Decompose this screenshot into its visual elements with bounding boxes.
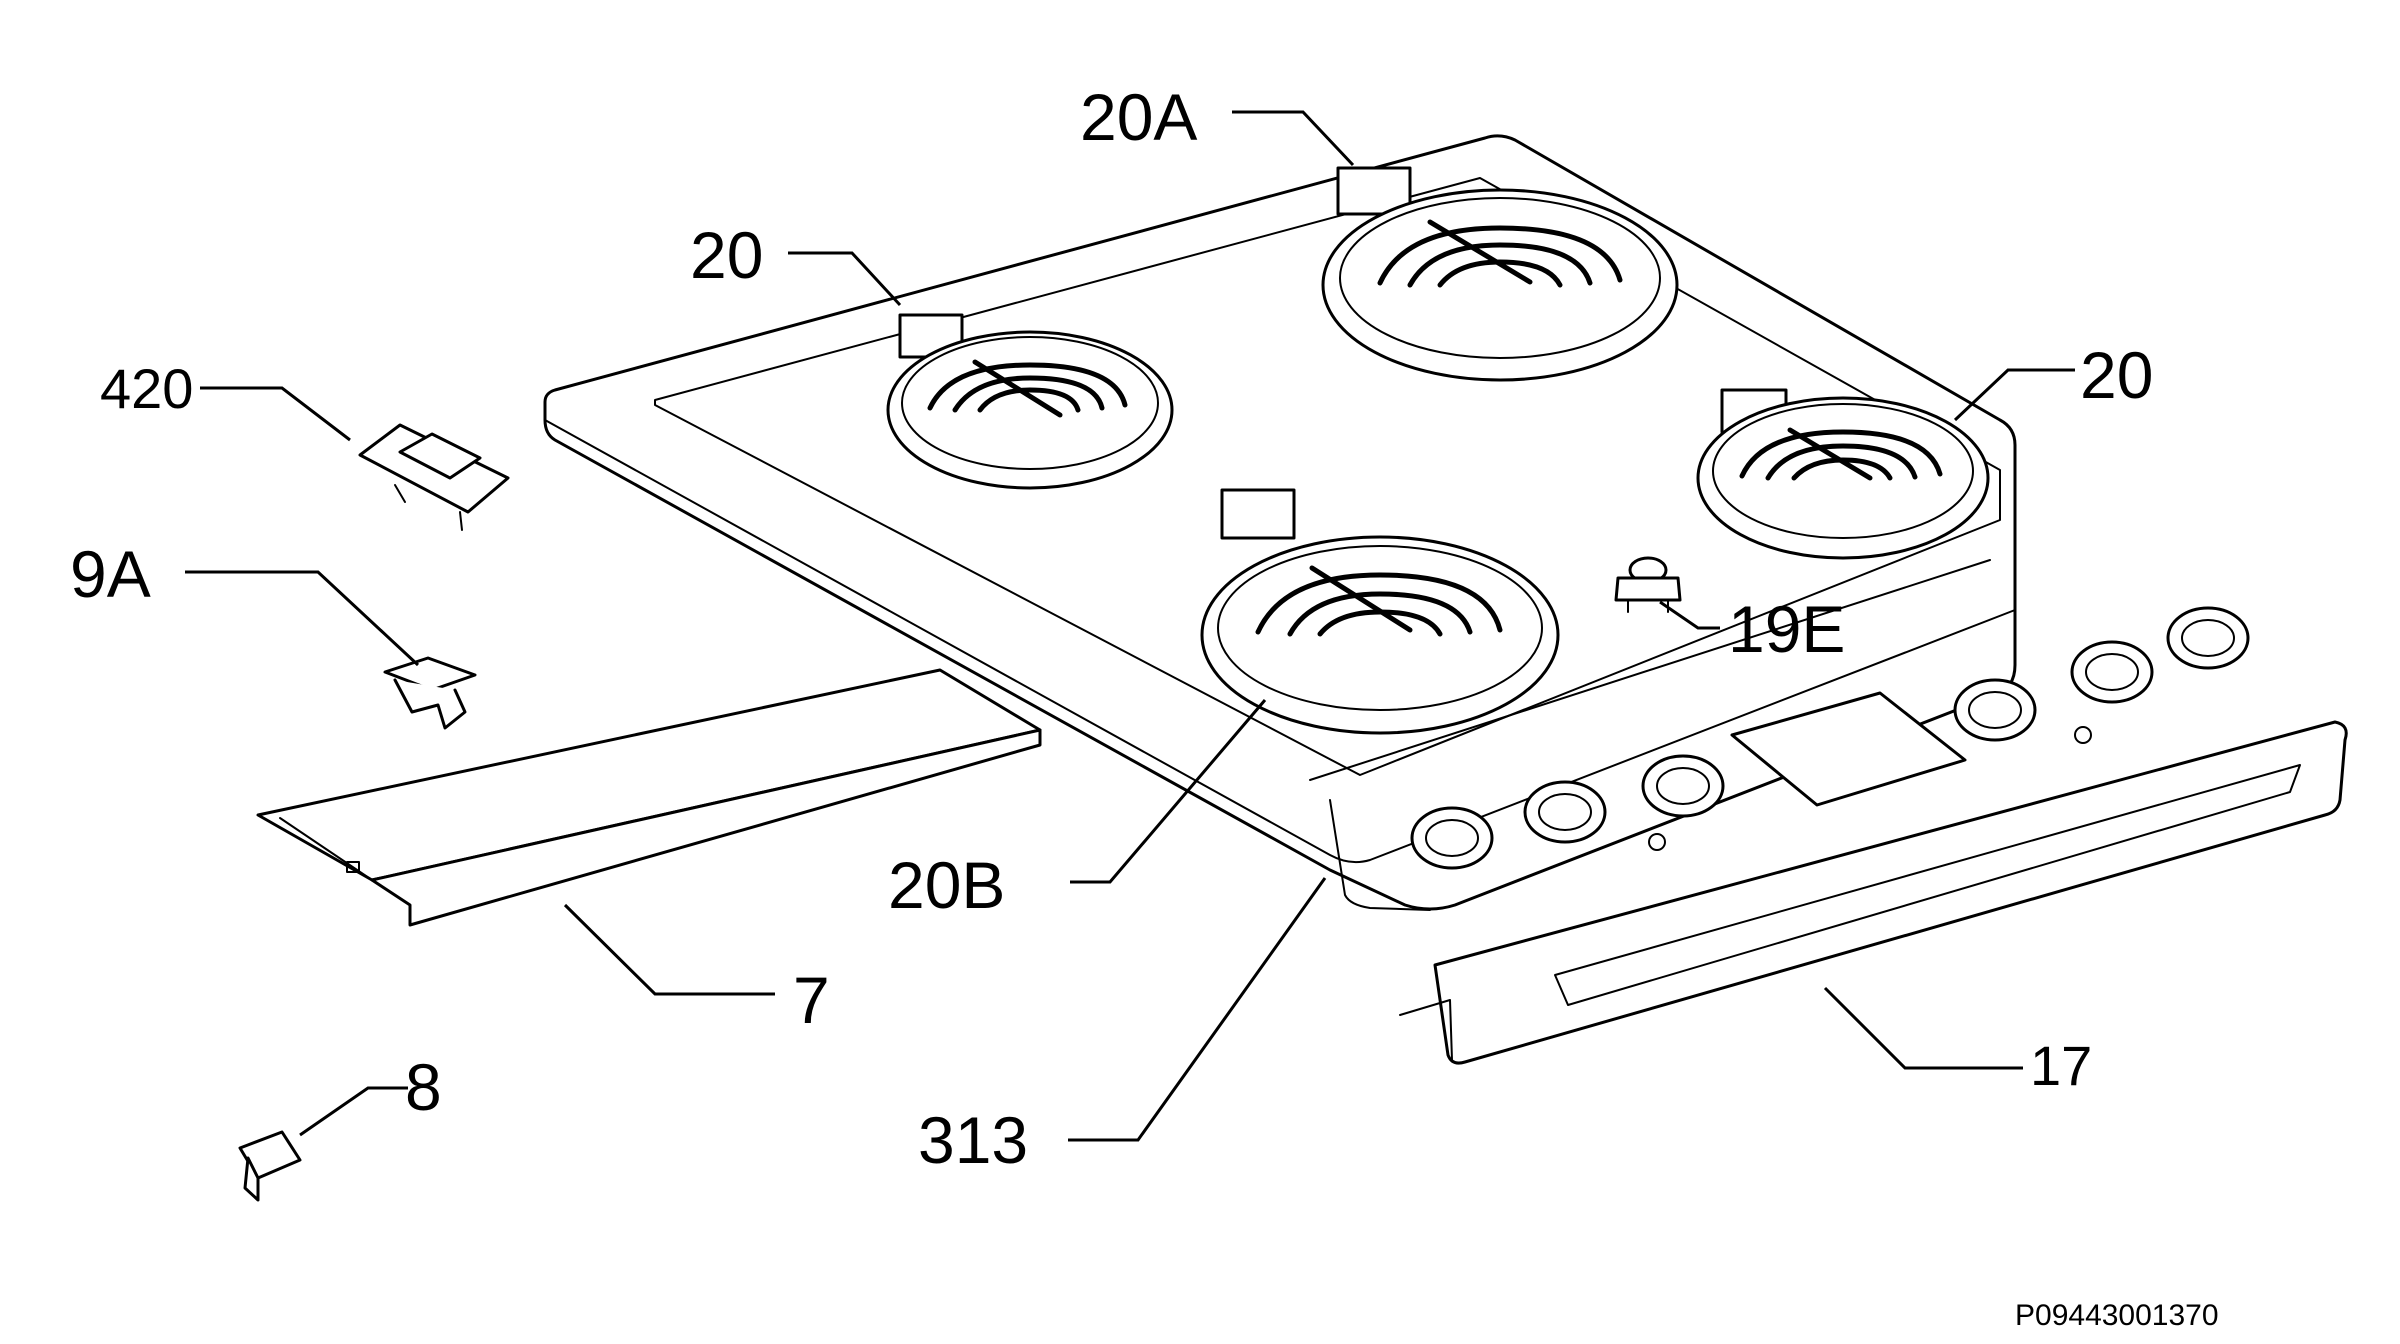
leader-313 — [1068, 877, 1327, 1142]
leader-20b — [1070, 699, 1267, 884]
callout-20-rear-left: 20 — [690, 218, 763, 292]
leader-420 — [200, 386, 351, 442]
leader-9a — [185, 570, 420, 667]
callout-19e: 19E — [1728, 592, 1845, 666]
callout-7: 7 — [793, 963, 830, 1037]
control-knobs — [1410, 606, 2250, 870]
burner-front-left — [1200, 488, 1560, 735]
burner-rear-right — [1321, 166, 1679, 382]
document-id: P09443001370 — [2015, 1299, 2219, 1332]
callout-9a: 9A — [70, 537, 151, 611]
part-17-trim — [1399, 720, 2348, 1065]
burner-front-right — [1696, 388, 1990, 560]
leader-7 — [563, 903, 775, 996]
part-8-clip — [238, 1130, 302, 1202]
leader-20a — [1232, 110, 1355, 167]
leader-lines — [185, 110, 2075, 1142]
burner-rear-left — [886, 313, 1174, 490]
leader-20-right — [1953, 368, 2075, 422]
callout-420: 420 — [100, 357, 193, 420]
callout-8: 8 — [405, 1050, 442, 1124]
callout-20a: 20A — [1080, 80, 1197, 154]
leader-19e — [1659, 600, 1720, 630]
callout-17: 17 — [2030, 1034, 2092, 1097]
part-420-clip — [358, 423, 510, 531]
leader-20-rear-left — [788, 251, 902, 307]
callout-313: 313 — [918, 1103, 1028, 1177]
callout-20-right: 20 — [2080, 338, 2153, 412]
leader-8 — [299, 1086, 408, 1137]
part-9a-bracket — [383, 656, 477, 730]
callout-20b: 20B — [888, 848, 1005, 922]
leader-17 — [1823, 986, 2023, 1070]
callout-labels: 420 9A 20 20A 20 19E 20B 7 8 313 17 — [70, 80, 2153, 1177]
part-19e-switch — [1614, 556, 1682, 613]
part-7-rail — [256, 668, 1042, 927]
